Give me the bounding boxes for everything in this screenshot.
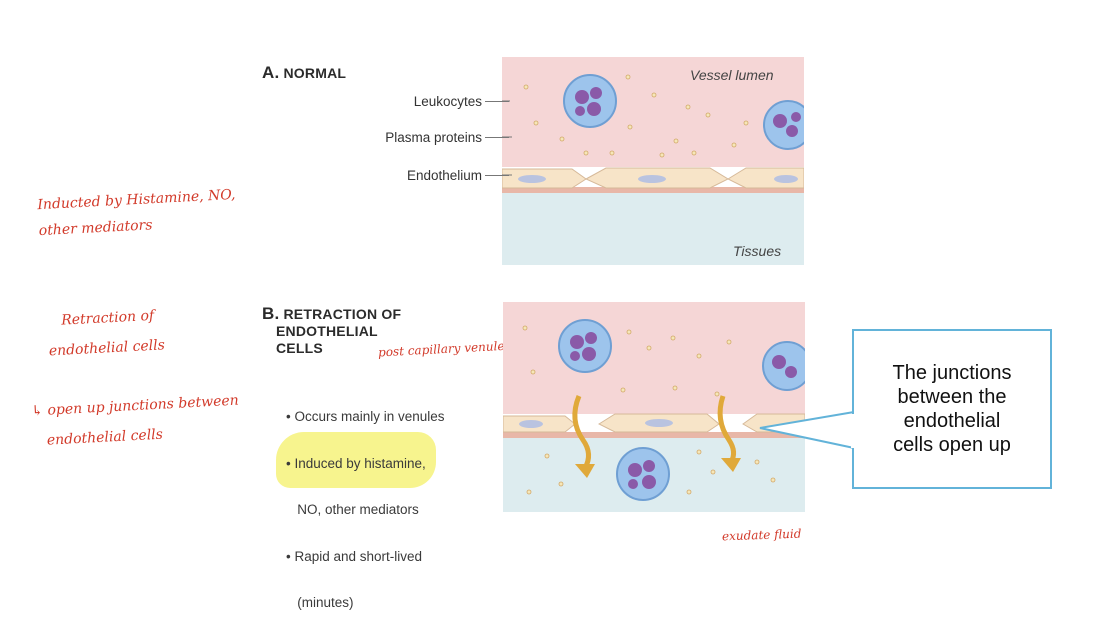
label-leukocytes: Leukocytes <box>413 94 482 109</box>
leukocyte <box>616 447 670 501</box>
panel-b-title-line1: RETRACTION OF <box>283 306 402 322</box>
panel-a-title: A. NORMAL <box>262 63 346 83</box>
handwritten-note-induced: Inducted by Histamine, NO, other mediato… <box>37 187 237 239</box>
endothelial-cell <box>726 167 804 189</box>
handwritten-note-induced-line2: other mediators <box>38 217 153 240</box>
arrow-head <box>721 458 741 472</box>
panel-b-bullets: • Occurs mainly in venules • Induced by … <box>286 378 445 626</box>
bullet-item: NO, other mediators <box>286 502 419 517</box>
label-plasma-proteins: Plasma proteins <box>385 130 482 145</box>
leukocyte <box>563 74 617 128</box>
plasma-protein-dots <box>523 74 749 158</box>
panel-b-title-line3: CELLS <box>276 340 323 356</box>
tissue-area <box>502 191 804 265</box>
plasma-protein-dots <box>522 325 776 495</box>
callout-joint <box>851 414 855 448</box>
callout-pointer <box>759 410 855 450</box>
handwritten-note-retraction: Retraction of endothelial cells <box>48 307 165 360</box>
bullet-item: • Induced by histamine, <box>286 455 426 471</box>
panel-b-letter: B. <box>262 304 280 323</box>
handwritten-note-induced-line1: Inducted by Histamine, NO, <box>37 186 236 214</box>
leader-line-leukocytes <box>485 101 509 102</box>
basement-membrane <box>503 432 805 438</box>
panel-b-illustration <box>503 302 805 512</box>
arrow-head <box>575 464 595 478</box>
handwritten-note-retraction-line1: Retraction of <box>60 307 155 329</box>
leukocyte <box>762 341 805 391</box>
endothelial-nucleus <box>519 420 543 428</box>
handwritten-note-junctions-line2: endothelial cells <box>46 426 164 449</box>
endothelial-nucleus <box>518 175 546 183</box>
exudate-arrow <box>717 395 737 464</box>
callout-line: between the <box>897 386 1007 408</box>
handwritten-note-junctions: ↳ open up junctions between endothelial … <box>31 393 241 450</box>
callout-line: endothelial <box>903 410 1001 432</box>
leukocyte <box>763 100 804 150</box>
handwritten-note-junctions-line1: ↳ open up junctions between <box>30 392 240 420</box>
vessel-lumen-area <box>503 302 805 414</box>
vessel-lumen-area <box>502 57 804 167</box>
label-endothelium: Endothelium <box>406 168 482 183</box>
callout-line: The junctions <box>892 362 1012 384</box>
callout-box: The junctions between the endothelial ce… <box>852 329 1052 489</box>
endothelial-nucleus <box>774 175 798 183</box>
handwritten-note-exudate: exudate fluid <box>721 526 802 544</box>
basement-membrane <box>502 187 804 193</box>
highlight-marker <box>276 432 436 488</box>
endothelial-nucleus <box>638 175 666 183</box>
vessel-lumen-label: Vessel lumen <box>690 67 774 83</box>
leukocyte <box>558 319 612 373</box>
endothelial-nucleus <box>645 419 673 427</box>
panel-a-letter: A. <box>262 63 280 82</box>
exudate-arrow <box>572 395 591 470</box>
callout-line: cells open up <box>893 434 1011 456</box>
panel-b-title-line2: ENDOTHELIAL <box>276 323 378 339</box>
handwritten-note-retraction-line2: endothelial cells <box>48 337 166 360</box>
bullet-item: • Rapid and short-lived <box>286 548 423 564</box>
leader-line-plasma <box>485 137 509 138</box>
bullet-item: • Occurs mainly in venules <box>286 409 445 424</box>
panel-a-illustration <box>502 57 804 265</box>
panel-a-title-text: NORMAL <box>283 65 347 81</box>
callout-text: The junctions between the endothelial ce… <box>893 361 1012 457</box>
panel-b-title: B. RETRACTION OF ENDOTHELIAL CELLS <box>262 305 401 357</box>
bullet-item: (minutes) <box>286 595 354 610</box>
leader-line-endothelium <box>485 175 509 176</box>
tissues-label: Tissues <box>733 243 782 259</box>
